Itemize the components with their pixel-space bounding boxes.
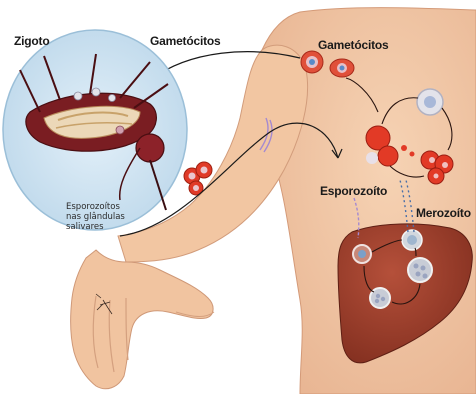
label-zygote: Zigoto (14, 34, 49, 48)
label-gametocytes-inset: Gametócitos (150, 34, 221, 48)
label-salivary-2: nas glândulas (66, 212, 125, 222)
label-gametocytes-body: Gametócitos (318, 38, 389, 52)
human-hand (71, 250, 213, 389)
label-sporozoite: Esporozoíto (320, 184, 387, 198)
label-merozoite: Merozoíto (416, 206, 471, 220)
mosquito-inset (3, 30, 187, 230)
label-salivary-3: salivares (66, 222, 104, 232)
label-salivary-1: Esporozoítos (66, 202, 120, 212)
